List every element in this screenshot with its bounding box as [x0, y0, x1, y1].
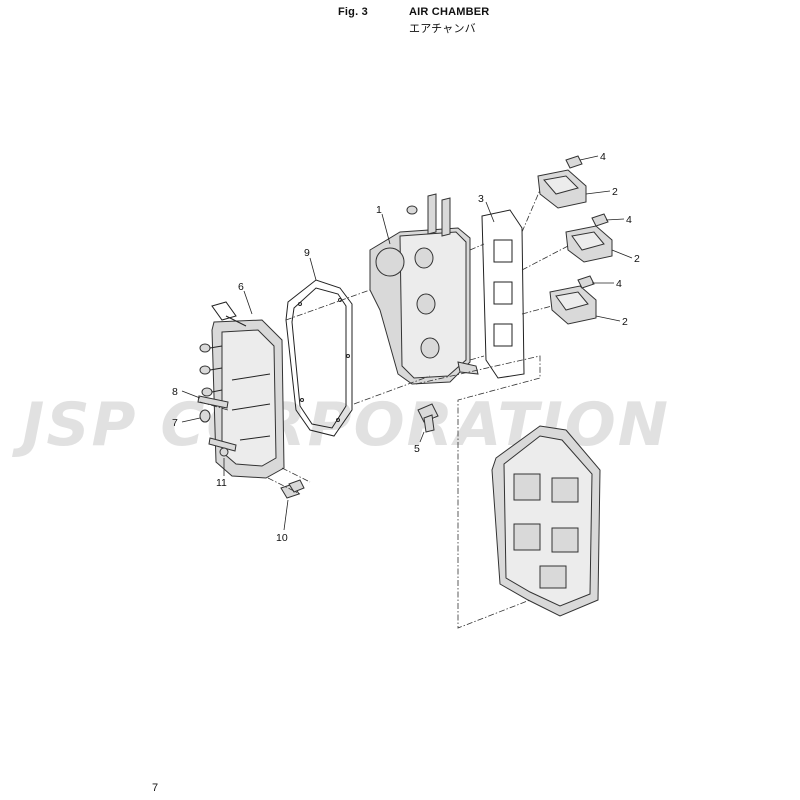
leader-lines — [181, 155, 633, 531]
part-6-cover — [199, 301, 285, 479]
part-2-reed-valve-bottom — [549, 285, 597, 325]
callout-2-middle: 2 — [634, 253, 640, 265]
title-english: AIR CHAMBER — [409, 6, 490, 18]
part-4-screw-middle — [591, 213, 609, 227]
part-8-pin — [197, 395, 229, 409]
callout-6: 6 — [238, 281, 244, 293]
part-4-screw-bottom — [577, 275, 595, 289]
callout-5: 5 — [414, 443, 420, 455]
callout-2-top: 2 — [612, 186, 618, 198]
callout-1: 1 — [376, 204, 382, 216]
part-11-bolt — [208, 437, 237, 457]
callout-2-bottom: 2 — [622, 316, 628, 328]
callout-8: 8 — [172, 386, 178, 398]
callout-4-bottom: 4 — [616, 278, 622, 290]
engine-block — [491, 425, 601, 617]
part-3-gasket — [481, 209, 525, 379]
figure-number: Fig. 3 — [338, 6, 368, 18]
page-number: 7 — [152, 782, 159, 794]
callout-labels: 1 2 2 2 3 4 4 4 5 6 7 8 9 10 11 — [172, 151, 640, 544]
callout-11: 11 — [216, 477, 227, 489]
title-japanese: エアチャンバ — [409, 23, 476, 35]
callout-7: 7 — [172, 417, 178, 429]
alignment-lines — [199, 189, 569, 629]
part-5-bolt — [417, 403, 439, 433]
part-4-screw-top — [565, 155, 583, 169]
part-1-air-chamber — [369, 193, 479, 385]
callout-4-middle: 4 — [626, 214, 632, 226]
part-2-reed-valve-middle — [565, 225, 613, 263]
part-7-grommet — [199, 409, 211, 423]
part-2-reed-valve-top — [537, 169, 587, 209]
callout-3: 3 — [478, 193, 484, 205]
callout-10: 10 — [276, 532, 288, 544]
callout-4-top: 4 — [600, 151, 606, 163]
callout-9: 9 — [304, 247, 310, 259]
part-10-bolt — [280, 479, 305, 499]
